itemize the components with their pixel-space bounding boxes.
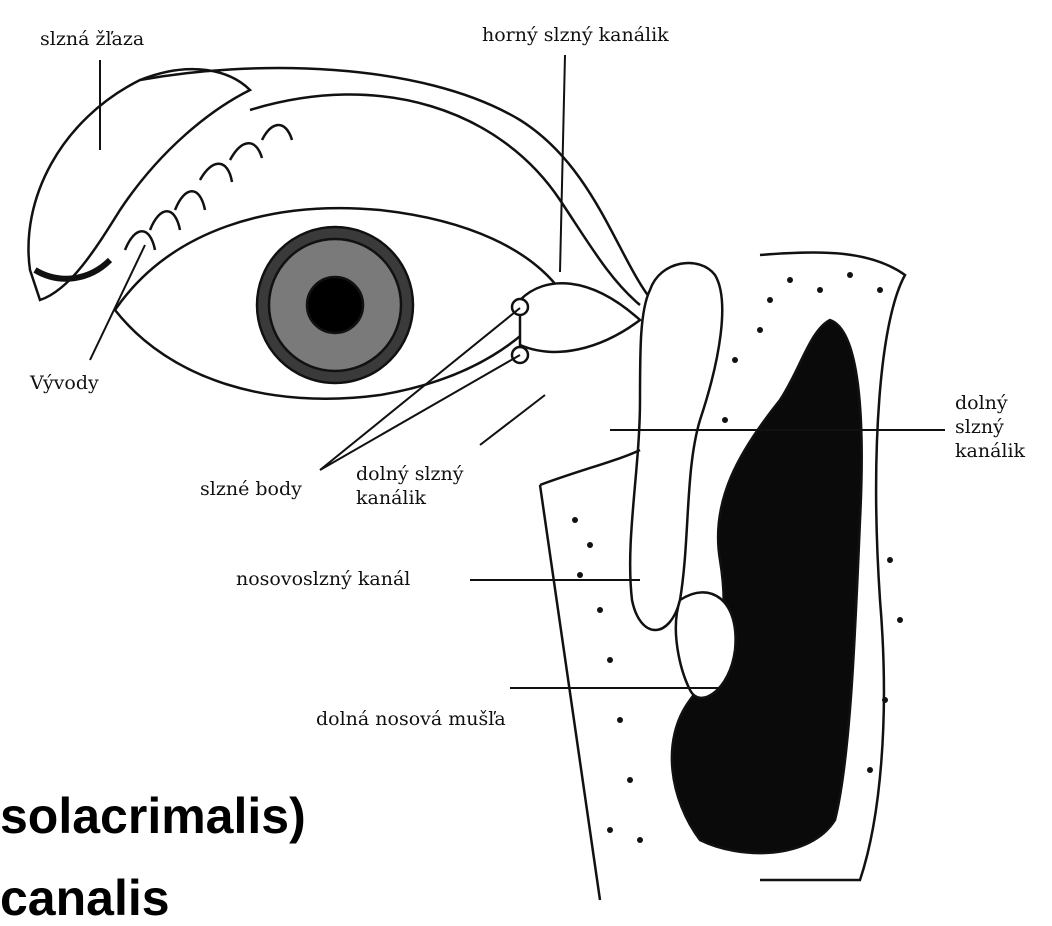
label-lower-canaliculus-line1: dolný slzný — [356, 463, 464, 485]
pupil — [307, 277, 363, 333]
label-puncta: slzné body — [200, 478, 302, 500]
nasolacrimal-duct — [630, 263, 722, 630]
label-inferior-turbinate: dolná nosová mušľa — [316, 708, 506, 730]
label-ducts: Vývody — [30, 372, 99, 394]
label-right-line2: slzný — [955, 416, 1004, 438]
overlay-text-line2: canalis — [0, 870, 170, 926]
label-lower-canaliculus-line2: kanálik — [356, 487, 426, 509]
label-nasolacrimal-canal: nosovoslzný kanál — [236, 568, 410, 590]
overlay-text-line1: solacrimalis) — [0, 788, 306, 844]
label-right-line1: dolný — [955, 392, 1008, 414]
label-lacrimal-gland: slzná žľaza — [40, 28, 144, 50]
label-upper-canaliculus: horný slzný kanálik — [482, 24, 669, 46]
label-right-line3: kanálik — [955, 440, 1025, 462]
